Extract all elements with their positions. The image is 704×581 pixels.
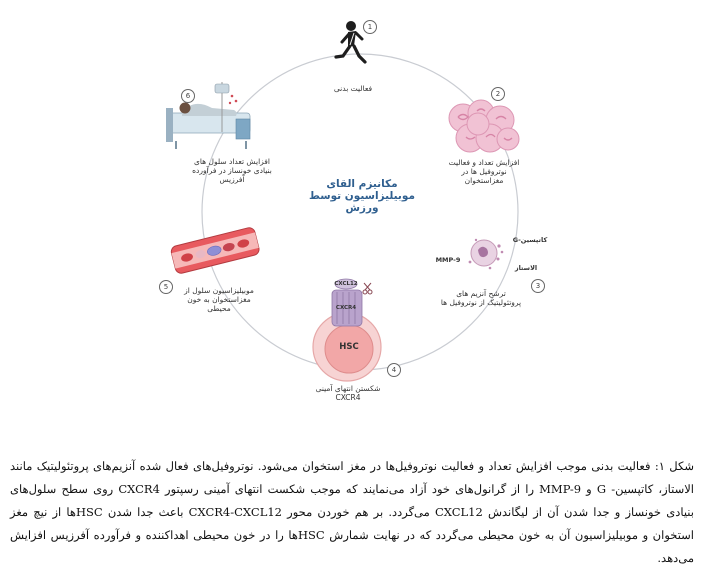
figure-caption: شکل ۱: فعالیت بدنی موجب افزایش تعداد و ف…: [10, 459, 694, 565]
step-number-2: 2: [491, 87, 505, 101]
elastase-label: الاستاز: [514, 264, 538, 272]
step-number-6: 6: [181, 89, 195, 103]
step-number-4: 4: [387, 363, 401, 377]
cathepsin-label: کاتپسین-G: [512, 236, 548, 244]
step-label-4: شکستن انتهای آمینی CXCR4: [315, 384, 381, 402]
cxcl12-ligand-icon: [334, 278, 358, 290]
step-label-1: فعالیت بدنی: [333, 84, 373, 93]
step-label-2: افزایش تعداد و فعالیت نوتروفیل ها در مغز…: [448, 158, 520, 185]
neutrophil-cluster-icon: [448, 99, 520, 153]
runner-icon: [334, 21, 367, 64]
secreting-neutrophil-icon: [468, 238, 504, 270]
step-label-6: افزایش تعداد سلول های بنیادی خونساز در ف…: [192, 157, 272, 184]
cxcl12-label: CXCL12: [334, 281, 358, 287]
step-number-3: 3: [531, 279, 545, 293]
diagram-canvas: [166, 21, 520, 382]
mechanism-diagram: 1 2 3 4 5 6 فعالیت بدنی افزایش تعداد و ف…: [159, 20, 548, 402]
step-number-1: 1: [363, 20, 377, 34]
blood-vessel-icon: [170, 227, 260, 274]
step-label-3: ترشح آنزیم های پروتئولیتیک از نوتروفیل ه…: [440, 289, 522, 307]
step-number-5: 5: [159, 280, 173, 294]
step-label-5: موبیلیزاسیون سلول از مغزاستخوان به خون م…: [184, 286, 254, 313]
hsc-cell-icon: [312, 278, 382, 382]
scissors-icon: [362, 282, 373, 295]
apheresis-bed-icon: [166, 82, 251, 149]
hsc-label: HSC: [339, 342, 359, 352]
cxcr4-label: CXCR4: [335, 305, 357, 311]
cxcr4-receptor-icon: [331, 289, 363, 327]
mmp9-label: MMP-9: [435, 256, 461, 264]
center-title: مکانیزم القای موبیلیزاسیون توسط ورزش: [309, 178, 415, 214]
